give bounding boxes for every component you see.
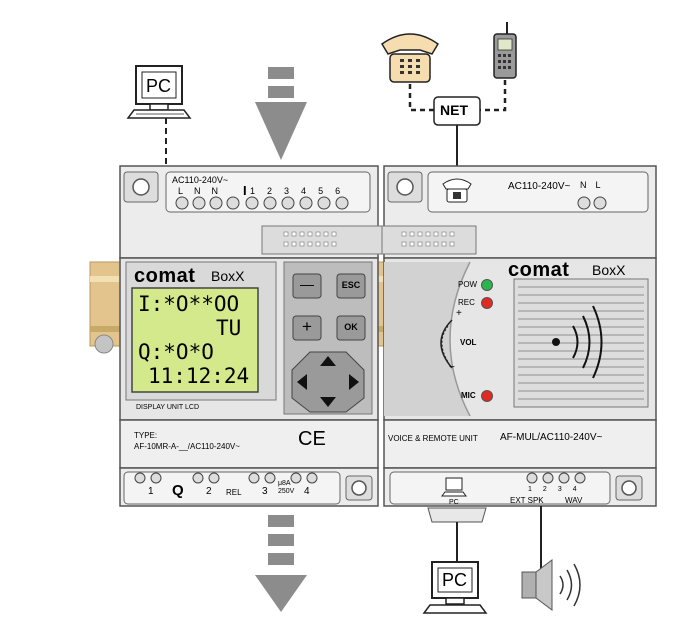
terminal-n2: N [211, 186, 219, 196]
output-3: 3 [262, 486, 268, 497]
vol-minus: − [449, 362, 455, 373]
mic-label: MIC [461, 391, 476, 400]
lcd-line-2: TU [216, 316, 242, 340]
pc-bottom-label: PC [442, 570, 468, 590]
ext-spk-label: EXT SPK [510, 496, 544, 505]
esc-key[interactable]: ESC [341, 280, 361, 290]
ce-mark: CE [298, 428, 326, 450]
output-rel-label: REL [226, 488, 242, 497]
sound-waves-icon [552, 305, 603, 379]
input-4: 4 [301, 186, 307, 196]
vol-plus: + [456, 308, 462, 319]
voice-brand: comat [508, 259, 570, 281]
type-line-2: AF-10MR-A-__/AC110-240V~ [134, 442, 240, 451]
pc-port-label: PC [449, 499, 459, 506]
pow-led [481, 279, 493, 291]
lcd-line-3: Q:*O*O [138, 340, 214, 364]
phone-link-dashed [408, 84, 434, 112]
dpad [291, 351, 365, 413]
wav-label: WAV [565, 496, 583, 505]
output-rating: μ8A 250V [278, 480, 295, 495]
rail-screw-left [94, 334, 114, 354]
telephone-icon [381, 33, 439, 83]
input-1: 1 [250, 186, 256, 196]
input-prefix: I [243, 183, 247, 198]
plc-brand: comat [134, 265, 196, 287]
type-line-1: TYPE: [134, 431, 158, 440]
input-6: 6 [335, 186, 341, 196]
rec-label: REC [458, 298, 475, 307]
bottom-terminal-numbers: 1 2 3 4 [528, 486, 577, 493]
voice-model: AF-MUL/AC110-240V~ [500, 432, 603, 443]
download-arrow-bottom [255, 515, 307, 612]
voice-power-terminals: N L [580, 180, 601, 190]
bottom-terminal-1: 1 [528, 486, 532, 493]
pow-label: POW [458, 280, 478, 289]
pc-port-icon [441, 477, 467, 497]
input-3: 3 [284, 186, 290, 196]
voice-unit-caption: VOICE & REMOTE UNIT [388, 434, 478, 443]
terminal-l: L [178, 186, 184, 196]
speaker-icon [521, 559, 581, 611]
mobile-link-dashed [480, 80, 507, 112]
input-5: 5 [318, 186, 324, 196]
bottom-terminal-4: 4 [572, 486, 577, 493]
net-label: NET [440, 102, 468, 118]
output-1: 1 [148, 486, 154, 497]
plc-module [119, 165, 383, 507]
voice-terminal-n: N [580, 180, 587, 190]
bottom-terminal-3: 3 [557, 486, 562, 493]
lcd-line-1: I:*O**OO [138, 292, 240, 316]
phone-jack-icon [442, 178, 472, 203]
plc-power-label: AC110-240V~ [172, 175, 229, 185]
minus-key[interactable]: — [300, 276, 314, 292]
rec-led [481, 297, 493, 309]
pc-top-label: PC [146, 76, 172, 96]
plc-power-terminals: L N N [178, 186, 218, 196]
mic-led [481, 390, 493, 402]
download-arrow-top [255, 67, 307, 160]
display-caption: DISPLAY UNIT LCD [136, 404, 200, 411]
pc-bottom-icon [422, 561, 488, 614]
mobile-phone-icon [493, 22, 517, 79]
output-4: 4 [304, 486, 310, 497]
bottom-terminal-2: 2 [542, 486, 547, 493]
output-q-label: Q [172, 482, 184, 499]
lcd-screen [131, 287, 259, 393]
pc-top-icon [126, 65, 192, 119]
output-2: 2 [206, 486, 212, 497]
plus-key[interactable]: + [302, 317, 312, 336]
voice-power-label: AC110-240V~ [508, 181, 571, 192]
vol-label: VOL [460, 338, 477, 347]
input-terminal-numbers: 1 2 3 4 5 6 [250, 186, 340, 196]
lcd-line-4: 11:12:24 [148, 364, 250, 388]
input-2: 2 [267, 186, 273, 196]
voice-product: BoxX [592, 262, 626, 278]
terminal-n1: N [194, 186, 201, 196]
plc-product: BoxX [211, 268, 245, 284]
ok-key[interactable]: OK [344, 322, 358, 332]
voice-terminal-l: L [595, 180, 601, 190]
voice-module [381, 165, 657, 523]
